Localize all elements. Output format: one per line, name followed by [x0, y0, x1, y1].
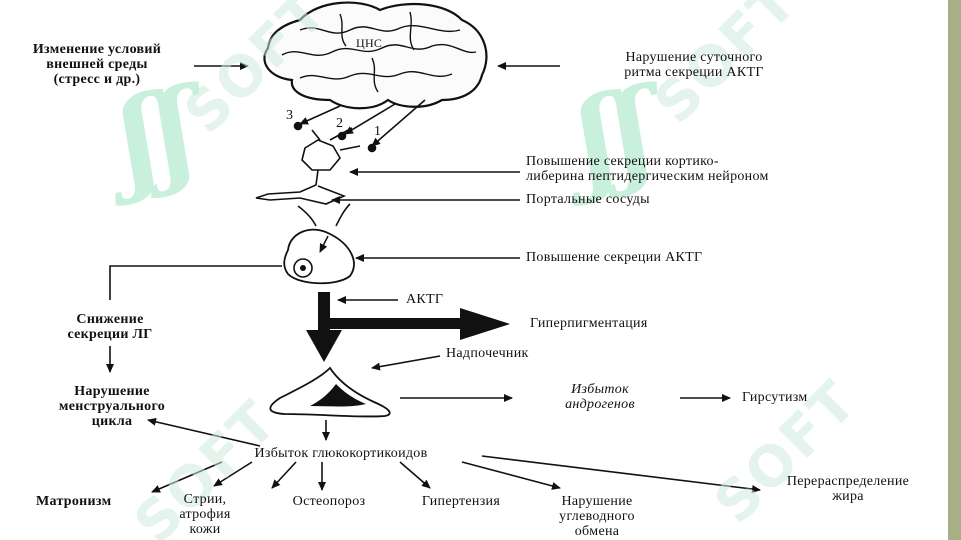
label-lh-decrease: Снижение секреции ЛГ [67, 312, 153, 342]
label-carbohydrate-disorder: Нарушение углеводного обмена [559, 494, 635, 539]
pituitary-cell [283, 228, 355, 285]
label-cns: ЦНС [356, 36, 383, 50]
label-neuron-2: 2 [336, 116, 344, 131]
brain-gyri [281, 11, 477, 93]
label-striae: Стрии, атрофия кожи [179, 492, 231, 537]
label-fat-redistribution: Перераспределение жира [786, 474, 910, 504]
label-hypertension: Гипертензия [421, 494, 501, 509]
label-neuron-3: 3 [286, 108, 294, 123]
label-acth: АКТГ [406, 292, 444, 307]
neuron-paths [293, 99, 426, 153]
label-hyperpigmentation: Гиперпигментация [530, 316, 648, 331]
label-crh-secretion: Повышение секреции кортико- либерина пеп… [526, 154, 769, 184]
label-adrenal: Надпочечник [446, 346, 529, 361]
label-osteoporosis: Остеопороз [292, 494, 366, 509]
label-stress: Изменение условий внешней среды (стресс … [32, 42, 162, 87]
label-portal-vessels: Портальные сосуды [526, 192, 650, 207]
peptidergic-neuron [255, 127, 361, 227]
label-androgen-excess: Избыток андрогенов [565, 382, 635, 412]
label-matronism: Матронизм [36, 494, 112, 509]
label-hirsutism: Гирсутизм [742, 390, 808, 405]
acth-thick-arrows [306, 292, 510, 362]
label-glucocorticoid-excess: Избыток глюкокортикоидов [254, 446, 428, 461]
adrenal-gland [269, 366, 391, 418]
connector-arrows [106, 62, 761, 493]
label-menstrual-disorder: Нарушение менструального цикла [58, 384, 166, 429]
label-acth-rhythm: Нарушение суточного ритма секреции АКТГ [624, 50, 764, 80]
label-acth-increase: Повышение секреции АКТГ [526, 250, 703, 265]
right-border-strip [948, 0, 961, 540]
label-neuron-1: 1 [374, 124, 382, 139]
